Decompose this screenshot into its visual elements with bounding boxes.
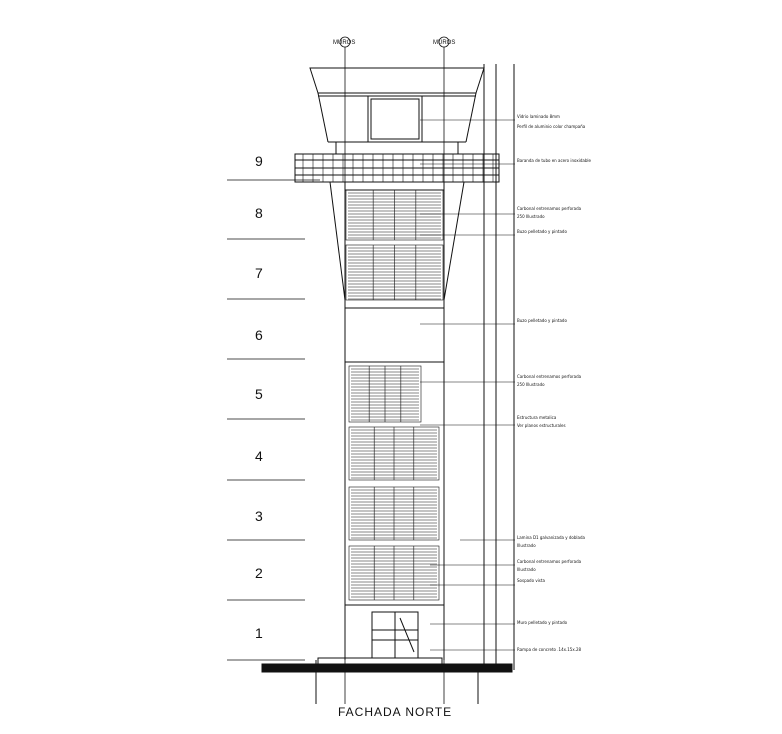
level-label-7: 7 [255,265,263,281]
note-sospado: Sospado vista [517,578,545,583]
axis-label-right: MUROS [433,40,455,46]
level-label-2: 2 [255,565,263,581]
note-wall-6: Buzo pelletado y pintado [517,318,567,323]
level-label-4: 4 [255,448,263,464]
level-label-8: 8 [255,205,263,221]
note-panel-5: Carbonal entrenamos perforada [517,374,582,379]
cab-roof [309,67,485,94]
level-label-6: 6 [255,327,263,343]
drawing-title: FACHADA NORTE [338,705,452,719]
note-panel-8b: 250 Illustrado [517,214,545,219]
note-panel-8: Carbonal entrenamos perforada [517,206,582,211]
note-wall-1: Muro pelletado y pintado [517,620,568,625]
level-label-9: 9 [255,153,263,169]
note-railing: Baranda de tubo en acero inoxidable [517,158,591,163]
note-structure-b: Ver planos estructurales [517,423,566,428]
annotations: Vidrio laminado 8mm Perfil de aluminio c… [517,114,591,652]
note-sheet-b: Illustrado [517,543,536,548]
note-sheet: Lamina D1 galvanizada y doblada [517,535,585,540]
axis-label-left: MUROS [333,40,355,46]
level-label-5: 5 [255,386,263,402]
balcony-railing [294,153,500,161]
tower [261,64,515,704]
leader-lines [420,119,515,651]
louver-panels [302,154,494,601]
cab-window [367,95,423,143]
note-panel-2: Carbonal entrenamos perforada [517,559,582,564]
ground-slab [261,663,513,673]
level-labels: 9 8 7 6 5 4 3 2 1 [255,153,263,641]
level-label-1: 1 [255,625,263,641]
note-panel-2b: Illustrado [517,567,536,572]
axis-marker-left: MUROS [333,36,355,704]
note-wall-8: Buzo pelletado y pintado [517,229,567,234]
axis-markers: MUROS MUROS [333,36,455,704]
note-structure: Estructura metalica [517,415,557,420]
note-panel-5b: 250 Illustrado [517,382,545,387]
level-label-3: 3 [255,508,263,524]
note-frame: Perfil de aluminio color champaña [517,124,586,129]
note-ramp: Rampa de concreto .14x.15x.28 [517,647,582,652]
note-glass: Vidrio laminado 8mm [517,114,560,119]
level-guides [227,179,320,661]
